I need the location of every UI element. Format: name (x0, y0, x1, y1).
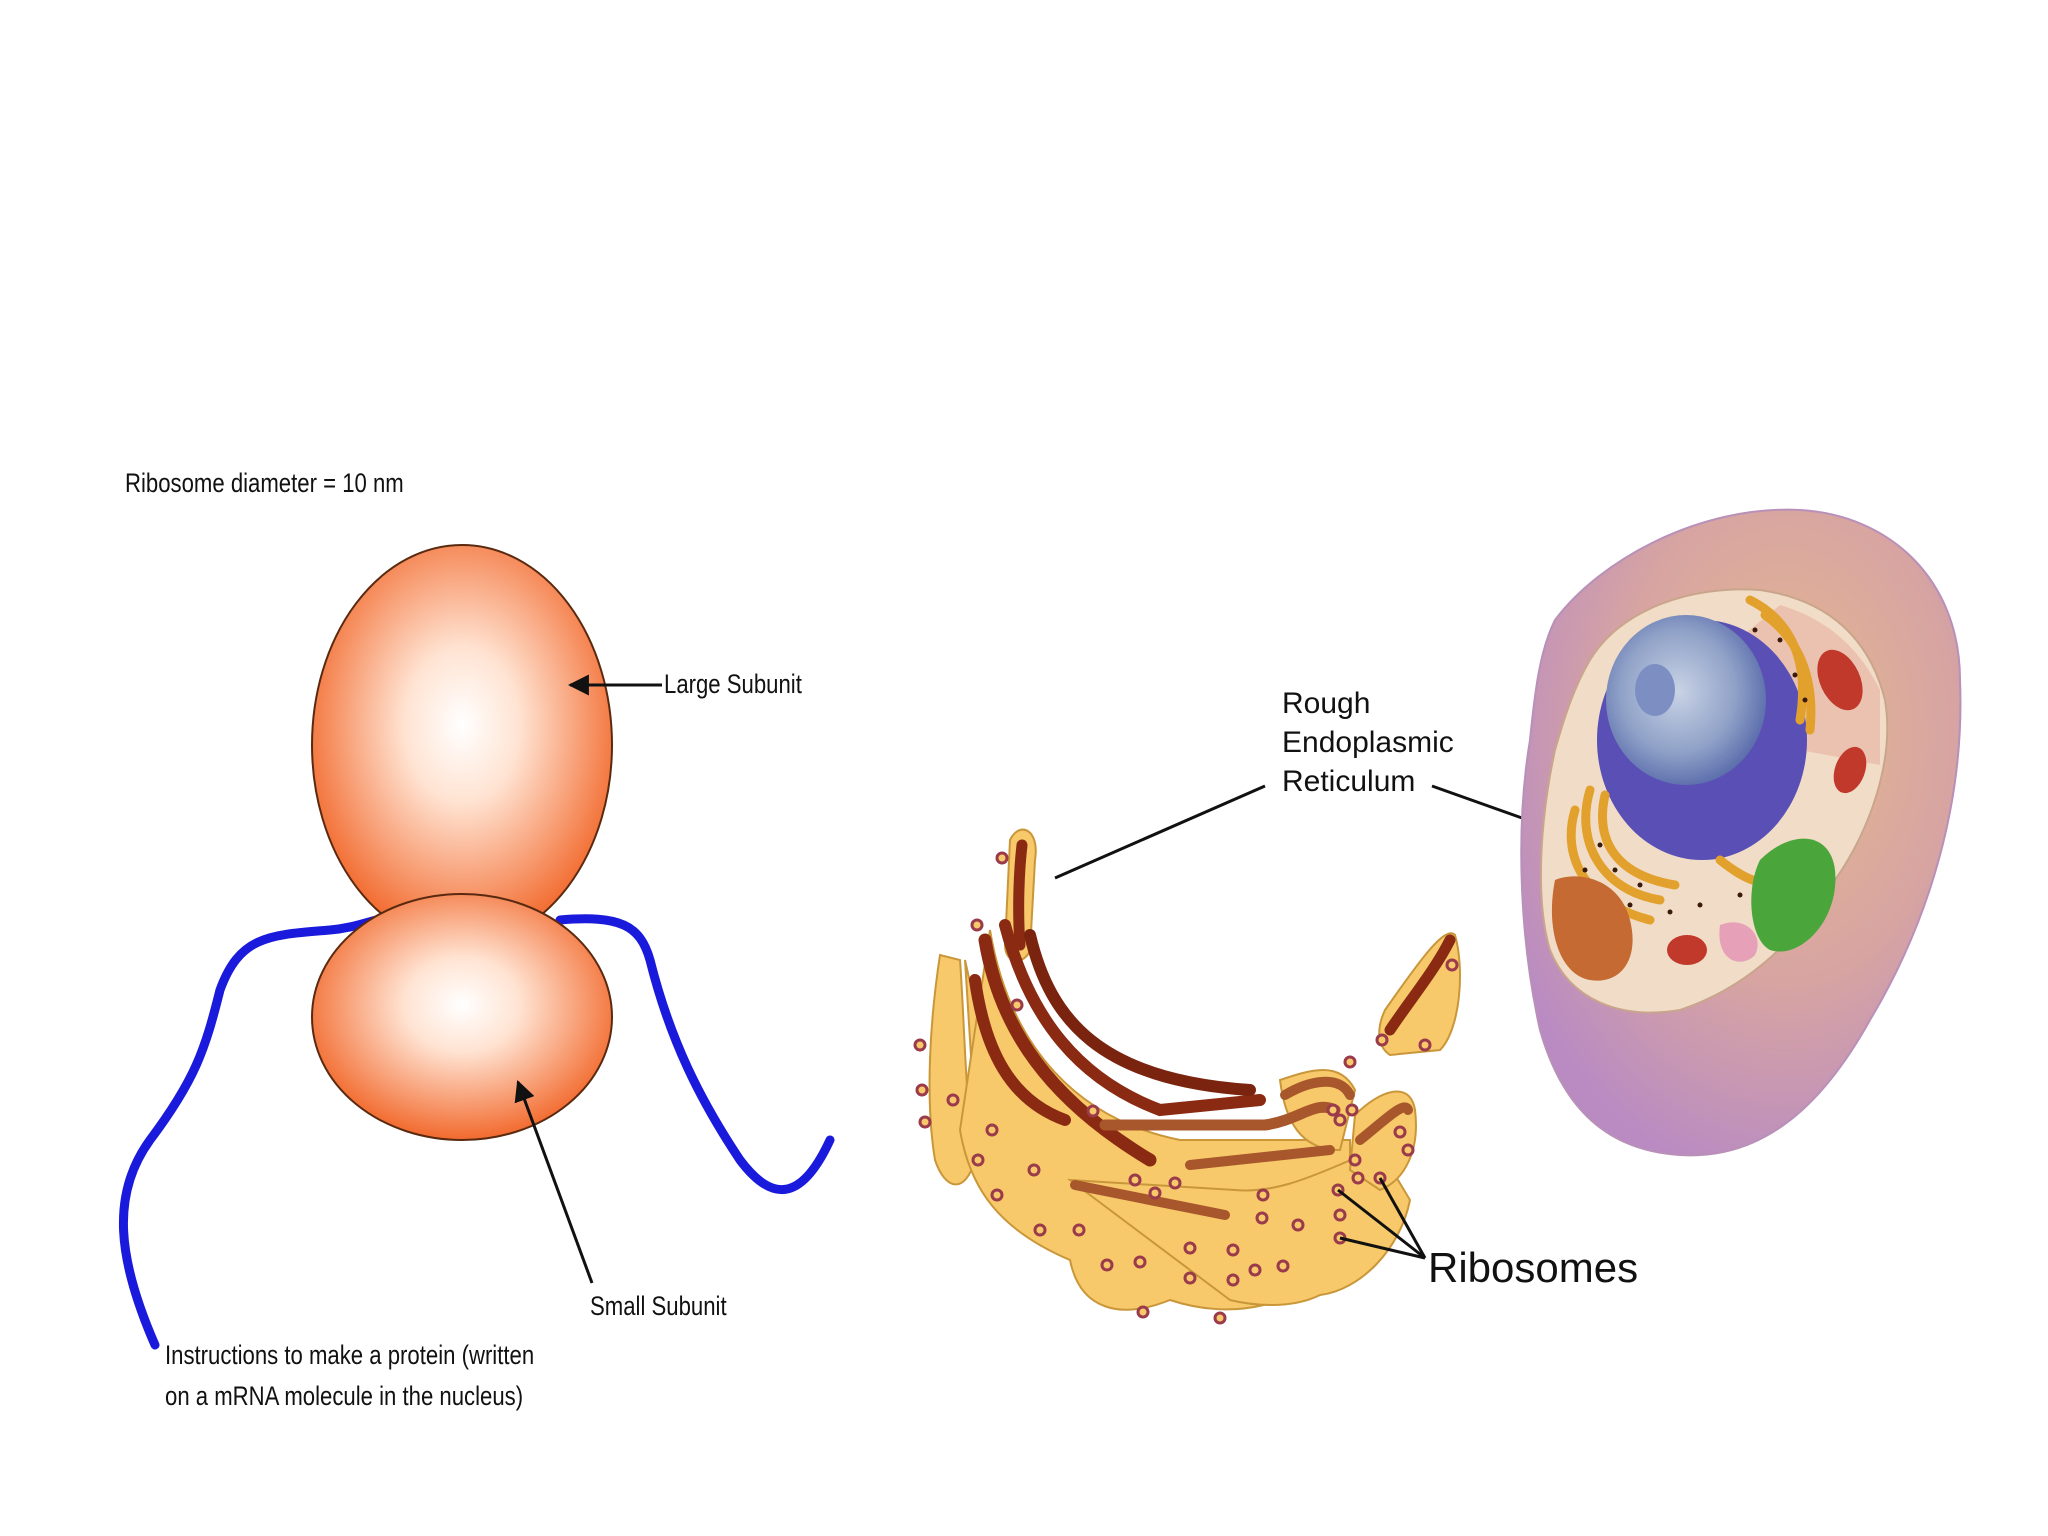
large-subunit-label: Large Subunit (664, 669, 802, 699)
large-subunit (311, 544, 613, 946)
rough-er-illustration (913, 784, 1613, 1325)
rough-er-label-line3: Reticulum (1282, 765, 1416, 798)
mrna-label-line1: Instructions to make a protein (written (165, 1340, 535, 1370)
mrna-strand (118, 910, 835, 1350)
nucleus (1606, 615, 1766, 785)
mrna-label-line2: on a mRNA molecule in the nucleus) (165, 1381, 524, 1411)
rer-pointer-er (1054, 784, 1266, 880)
chloroplast (1751, 838, 1836, 952)
mrna-label: Instructions to make a protein (written … (165, 1335, 534, 1417)
ribosome-illustration (118, 544, 835, 1350)
golgi (1551, 876, 1633, 981)
rough-er-label: Rough Endoplasmic Reticulum (1282, 684, 1454, 801)
rough-er-label-line2: Endoplasmic (1282, 726, 1454, 759)
ribosome-diameter-note: Ribosome diameter = 10 nm (125, 468, 404, 498)
nucleolus (1635, 664, 1675, 716)
ribosome-pointers (1337, 1177, 1427, 1260)
ribosomes-label: Ribosomes (1428, 1244, 1639, 1291)
animal-cell-illustration (1520, 508, 1962, 1157)
rough-er-label-line1: Rough (1282, 687, 1371, 720)
mitochondrion (1817, 649, 1863, 711)
small-subunit (311, 893, 613, 1141)
small-subunit-pointer (514, 1080, 594, 1284)
small-subunit-label: Small Subunit (590, 1291, 727, 1321)
